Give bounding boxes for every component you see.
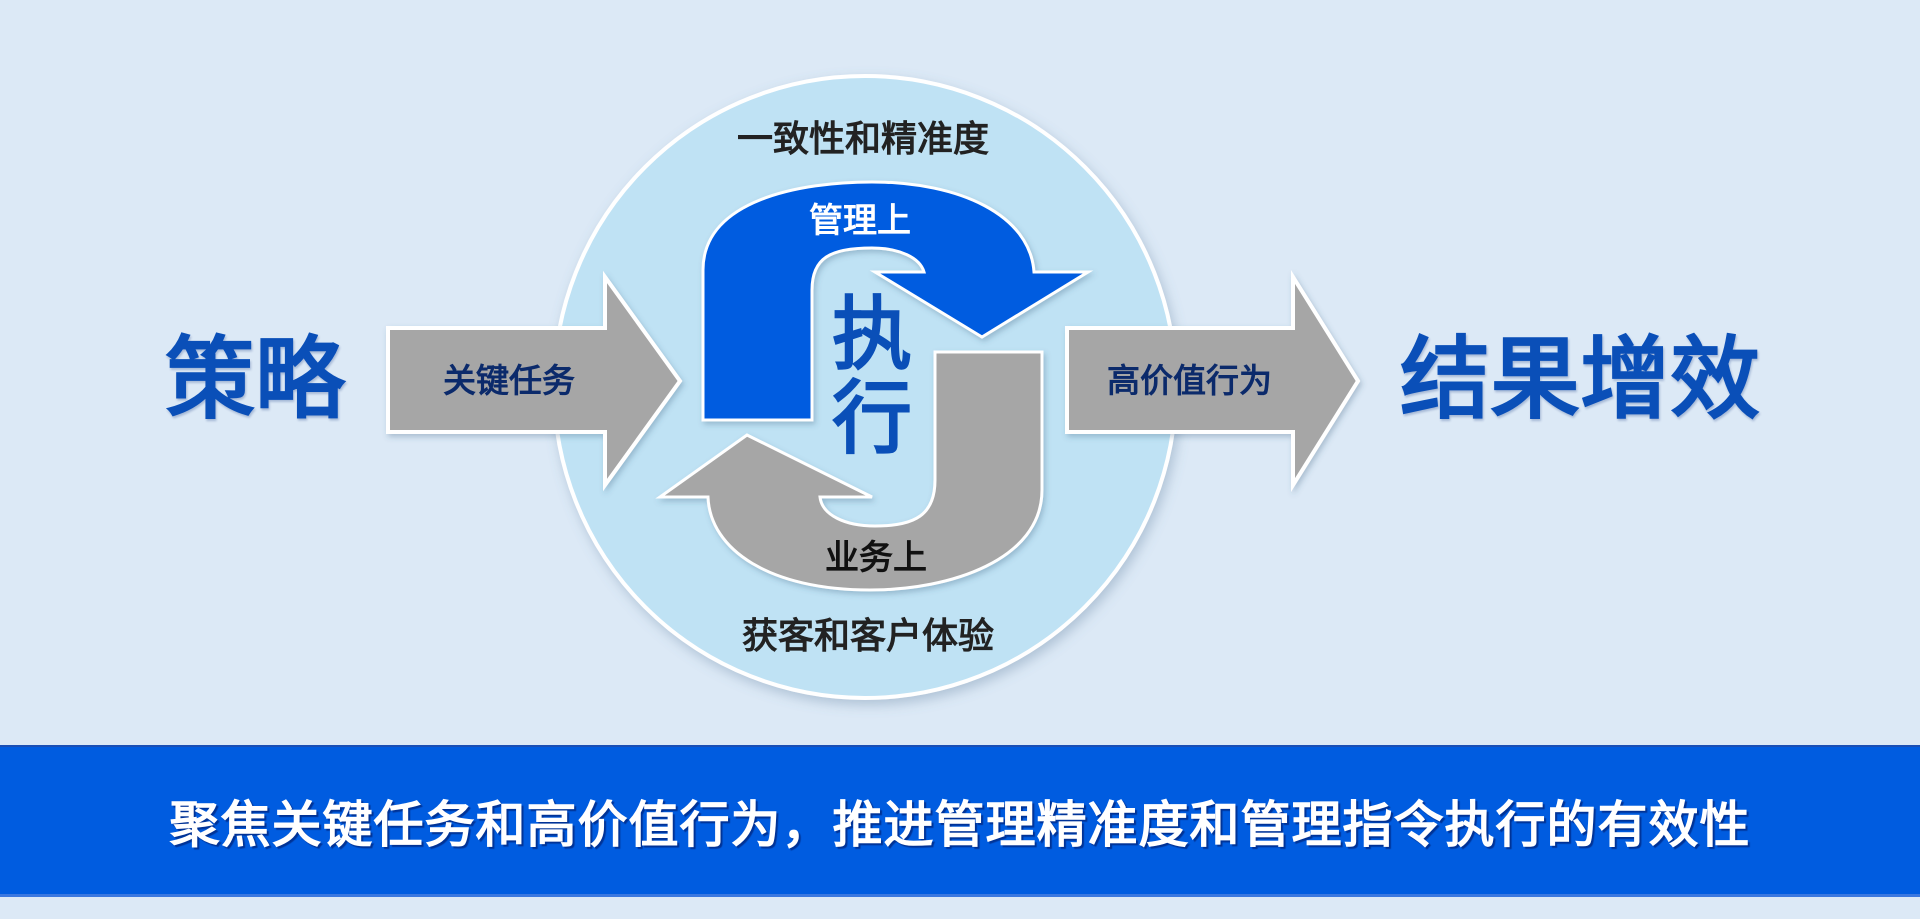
customer-acquisition-experience-label: 获客和客户体验 [742,616,995,657]
execution-char-1: 执 [832,288,912,381]
execution-core-text: 执 行 [832,293,912,461]
business-cycle-arrow [655,350,1044,592]
business-label: 业务上 [825,538,927,578]
high-value-behavior-label: 高价值行为 [1107,361,1272,400]
execution-char-2: 行 [832,372,912,465]
result-efficiency-title: 结果增效 [1400,327,1760,432]
key-tasks-label: 关键任务 [443,361,575,400]
summary-banner-text: 聚焦关键任务和高价值行为，推进管理精准度和管理指令执行的有效性 [169,795,1751,854]
strategy-title: 策略 [165,327,345,432]
management-cycle-arrow [701,180,1094,422]
high-value-behavior-arrow [1065,270,1361,492]
management-label: 管理上 [809,201,911,241]
summary-banner: 聚焦关键任务和高价值行为，推进管理精准度和管理指令执行的有效性 [0,745,1920,897]
consistency-precision-label: 一致性和精准度 [737,119,990,160]
key-tasks-arrow [386,270,683,492]
